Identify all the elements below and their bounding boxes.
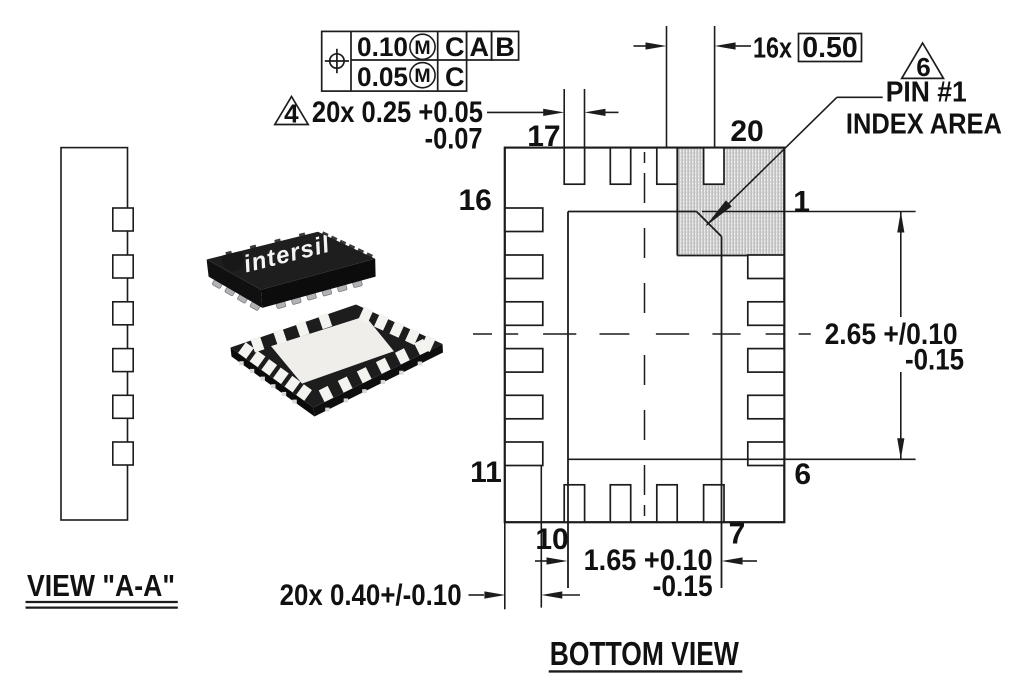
svg-text:2.65 +/0.10: 2.65 +/0.10 — [825, 318, 958, 351]
svg-text:C: C — [445, 62, 465, 92]
svg-text:0.50: 0.50 — [802, 32, 857, 64]
svg-text:BOTTOM VIEW: BOTTOM VIEW — [550, 635, 740, 672]
svg-text:INDEX AREA: INDEX AREA — [846, 109, 1002, 141]
svg-text:1: 1 — [793, 186, 810, 219]
svg-text:20: 20 — [730, 115, 763, 148]
svg-text:20x 0.25 +0.05: 20x 0.25 +0.05 — [312, 96, 483, 129]
svg-text:11: 11 — [470, 456, 502, 489]
svg-text:17: 17 — [527, 120, 560, 153]
svg-text:B: B — [495, 32, 515, 62]
svg-text:16x: 16x — [753, 32, 792, 64]
svg-text:6: 6 — [794, 458, 811, 491]
svg-text:1.65 +0.10: 1.65 +0.10 — [584, 544, 713, 577]
svg-text:20x 0.40+/-0.10: 20x 0.40+/-0.10 — [280, 579, 462, 612]
svg-text:16: 16 — [459, 184, 492, 217]
svg-text:0.10: 0.10 — [357, 32, 408, 62]
svg-text:PIN #1: PIN #1 — [886, 77, 967, 109]
svg-text:M: M — [414, 37, 430, 59]
svg-text:M: M — [414, 65, 430, 87]
svg-text:-0.15: -0.15 — [653, 570, 713, 603]
svg-text:0.05: 0.05 — [357, 62, 408, 92]
svg-text:6: 6 — [916, 52, 930, 82]
svg-text:4: 4 — [284, 99, 299, 129]
svg-text:C: C — [445, 32, 465, 62]
svg-text:-0.07: -0.07 — [425, 123, 483, 156]
svg-text:7: 7 — [729, 518, 746, 551]
svg-text:-0.15: -0.15 — [905, 344, 964, 377]
svg-text:VIEW "A-A": VIEW "A-A" — [27, 568, 175, 603]
svg-text:10: 10 — [535, 523, 568, 556]
svg-text:A: A — [469, 32, 489, 62]
